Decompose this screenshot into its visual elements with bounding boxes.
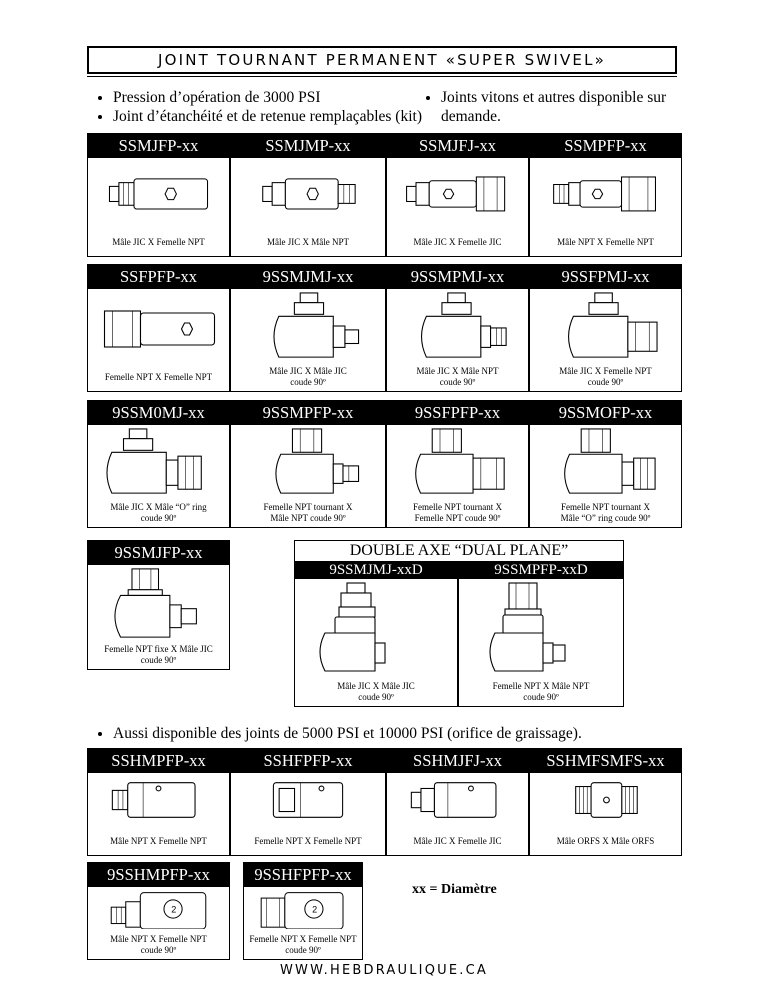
product-card-sshfpfp: SSHFPFP-xx Femelle NPT X Femelle NPT [230, 748, 386, 856]
product-card-sshmpfp: SSHMPFP-xx Mâle NPT X Femelle NPT [87, 748, 230, 856]
elbow-fitting-icon [231, 427, 385, 497]
bullets-right: Joints vitons et autres disponible sur d… [421, 88, 671, 126]
product-code: 9SSMPFP-xx [231, 401, 385, 425]
bullet-viton: Joints vitons et autres disponible sur d… [441, 88, 671, 126]
bullet-high-pressure: Aussi disponible des joints de 5000 PSI … [113, 725, 582, 743]
product-description: Mâle NPT X Femelle NPT [557, 237, 654, 247]
product-code: 9SSM0MJ-xx [88, 401, 229, 425]
elbow-fitting-icon [88, 427, 229, 497]
product-code: SSMPFP-xx [530, 134, 681, 158]
product-code: SSMJMP-xx [231, 134, 385, 158]
high-pressure-fitting-icon [387, 775, 528, 825]
elbow-fitting-icon [231, 291, 385, 361]
high-pressure-fitting-icon [88, 775, 229, 825]
high-pressure-fitting-icon [530, 775, 681, 825]
svg-text:2: 2 [171, 905, 176, 915]
straight-fitting-icon [387, 160, 528, 226]
also-available-note: Aussi disponible des joints de 5000 PSI … [93, 725, 582, 743]
product-description: Femelle NPT X Femelle NPT [254, 836, 362, 846]
product-card-ssfpfp: SSFPFP-xx Femelle NPT X Femelle NPT [87, 264, 230, 392]
product-code: 9SSHMPFP-xx [88, 863, 229, 887]
bullets-left: Pression d’opération de 3000 PSI Joint d… [93, 88, 422, 126]
product-description: Mâle JIC X Femelle JIC [413, 237, 502, 247]
elbow-fitting-icon [530, 427, 681, 497]
elbow-fitting-icon [88, 567, 229, 639]
diameter-legend: xx = Diamètre [412, 882, 497, 897]
product-code: SSHMPFP-xx [88, 749, 229, 773]
dual-divider [457, 561, 459, 706]
straight-fitting-icon [88, 160, 229, 226]
website-footer[interactable]: WWW.HEBDRAULIQUE.CA [280, 963, 488, 978]
bullet-seal-kit: Joint d’étanchéité et de retenue remplaç… [113, 107, 422, 126]
straight-fitting-icon [530, 160, 681, 226]
elbow-fitting-icon [387, 291, 528, 361]
product-card-ssmpfp: SSMPFP-xx Mâle NPT X Femelle NPT [529, 133, 682, 257]
product-code: 9SSFPFP-xx [387, 401, 528, 425]
svg-text:2: 2 [312, 905, 317, 915]
product-code: SSMJFJ-xx [387, 134, 528, 158]
product-code: SSHFPFP-xx [231, 749, 385, 773]
product-code: 9SSFPMJ-xx [530, 265, 681, 289]
product-code: 9SSMJFP-xx [88, 541, 229, 565]
product-code: 9SSMPFP-xxD [459, 561, 623, 579]
product-description: Femelle NPT X Femelle NPT [104, 372, 213, 382]
product-code: 9SSMPMJ-xx [387, 265, 528, 289]
title-underline [87, 76, 677, 77]
product-code: 9SSMOFP-xx [530, 401, 681, 425]
dual-plane-title: DOUBLE AXE “DUAL PLANE” [349, 542, 569, 559]
product-description: Mâle ORFS X Mâle ORFS [556, 836, 655, 846]
high-pressure-fitting-icon [231, 775, 385, 825]
high-pressure-elbow-icon: 2 [244, 889, 362, 930]
product-card-ssmjfj: SSMJFJ-xx Mâle JIC X Femelle JIC [386, 133, 529, 257]
product-description: Mâle NPT X Femelle NPT [110, 836, 207, 846]
product-code: 9SSMJMJ-xxD [295, 561, 457, 579]
product-card-sshmfsmfs: SSHMFSMFS-xx Mâle ORFS X Mâle ORFS [529, 748, 682, 856]
product-code: SSHMJFJ-xx [387, 749, 528, 773]
product-card-ssmjfp: SSMJFP-xx Mâle JIC X Femelle NPT [87, 133, 230, 257]
product-card-ssmjmp: SSMJMP-xx Mâle JIC X Mâle NPT [230, 133, 386, 257]
product-code: SSFPFP-xx [88, 265, 229, 289]
product-description: Mâle JIC X Mâle NPT [267, 237, 349, 247]
product-card-sshmjfj: SSHMJFJ-xx Mâle JIC X Femelle JIC [386, 748, 529, 856]
straight-fitting-icon [231, 160, 385, 226]
product-description: Mâle JIC X Femelle JIC [413, 836, 502, 846]
dual-plane-fitting-icon [459, 581, 623, 673]
page-title: JOINT TOURNANT PERMANENT «SUPER SWIVEL» [87, 46, 677, 74]
product-code: SSMJFP-xx [88, 134, 229, 158]
product-code: 9SSHFPFP-xx [244, 863, 362, 887]
product-code: SSHMFSMFS-xx [530, 749, 681, 773]
straight-fitting-icon [88, 291, 229, 361]
product-description: Mâle JIC X Femelle NPT [112, 237, 205, 247]
elbow-fitting-icon [387, 427, 528, 497]
bullet-pressure: Pression d’opération de 3000 PSI [113, 88, 422, 107]
dual-plane-fitting-icon [295, 581, 457, 673]
elbow-fitting-icon [530, 291, 681, 361]
high-pressure-elbow-icon: 2 [88, 889, 229, 930]
dual-plane-section: DOUBLE AXE “DUAL PLANE” 9SSMJMJ-xxD 9SSM… [294, 540, 624, 707]
product-code: 9SSMJMJ-xx [231, 265, 385, 289]
